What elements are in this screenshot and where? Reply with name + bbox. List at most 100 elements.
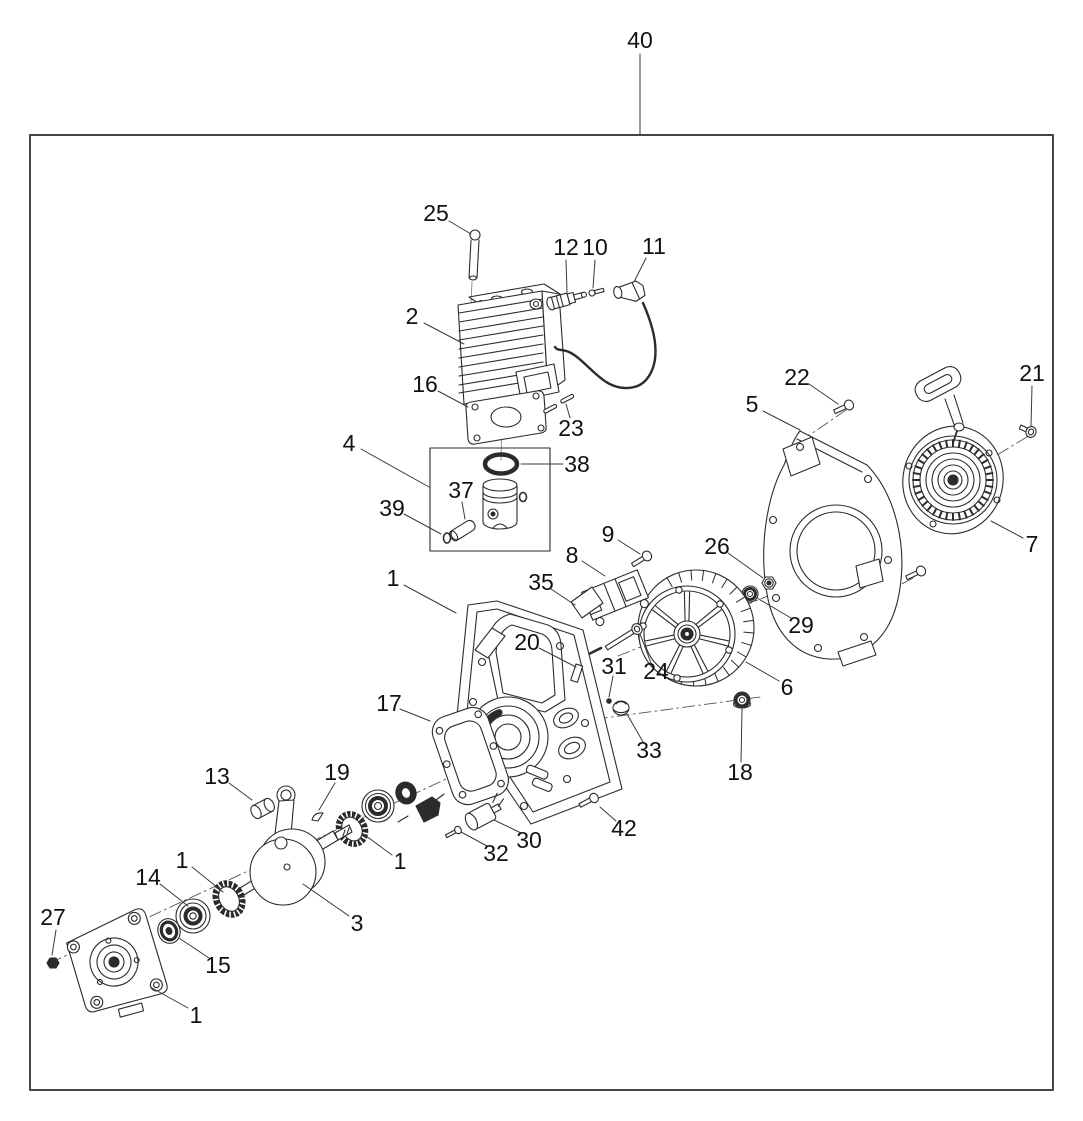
callout-leader-27-39 — [51, 929, 57, 956]
callout-leader-4-8 — [360, 448, 430, 488]
starter-rope-stripe — [914, 490, 923, 495]
callout-label-21-13: 21 — [1019, 360, 1045, 386]
kit-box — [429, 447, 551, 552]
callout-leader-14-37 — [159, 883, 189, 907]
callout-leader-35-18 — [550, 588, 576, 606]
bearing-stripe — [353, 812, 358, 820]
bearing-stripe — [227, 880, 229, 888]
callout-leader-1-36 — [191, 866, 224, 893]
callout-label-25-1: 25 — [423, 200, 449, 226]
part-bolt-24 — [581, 623, 643, 659]
callout-leader-20-22 — [538, 647, 577, 668]
part-screw-housing — [905, 565, 927, 581]
callout-leader-2-5 — [423, 322, 465, 345]
part-spacer-13 — [250, 797, 275, 820]
flywheel-fin — [711, 572, 717, 584]
starter-rope-stripe — [917, 459, 925, 465]
bearing-stripe — [238, 902, 246, 906]
callout-label-15-38: 15 — [205, 952, 231, 978]
callout-leader-23-7 — [565, 403, 571, 419]
flywheel-fin — [730, 659, 740, 668]
callout-label-18-27: 18 — [727, 759, 753, 785]
bearing-stripe — [361, 831, 369, 835]
callout-label-2-5: 2 — [406, 303, 419, 329]
starter-rope-stripe — [932, 444, 938, 452]
starter-rope-stripe — [977, 453, 985, 460]
part-screw-9 — [630, 550, 653, 568]
callout-leader-19-30 — [318, 782, 336, 811]
callout-label-7-15: 7 — [1026, 531, 1039, 557]
callout-label-8-17: 8 — [566, 542, 579, 568]
part-flywheel — [637, 569, 755, 687]
bearing-stripe — [213, 887, 221, 893]
bearing-stripe — [341, 836, 347, 842]
starter-rope-stripe — [917, 495, 925, 501]
callout-leader-3-34 — [302, 883, 350, 917]
starter-handle — [914, 365, 962, 403]
flywheel-fin — [713, 671, 719, 683]
flywheel-fin — [740, 607, 752, 613]
bearing-stripe — [359, 821, 367, 826]
callout-label-30-32: 30 — [516, 827, 542, 853]
starter-rope-stripe — [921, 453, 929, 460]
starter-rope-stripe — [921, 500, 929, 507]
part-blower-housing — [763, 430, 903, 667]
starter-rope-stripe — [973, 448, 980, 456]
callout-label-9-16: 9 — [602, 521, 615, 547]
flywheel-spoke — [683, 591, 691, 623]
bearing-stripe — [335, 823, 343, 827]
part-valve-30 — [464, 792, 505, 831]
bearing-stripe — [337, 817, 344, 823]
part-crankcase-half — [66, 908, 168, 1018]
callout-leader-24-24 — [639, 633, 652, 664]
callout-label-5-14: 5 — [746, 391, 759, 417]
callout-label-40-0: 40 — [627, 27, 653, 53]
starter-rope-stripe — [977, 500, 985, 507]
callout-leader-10-3 — [592, 259, 596, 289]
bearing-stripe — [361, 827, 369, 830]
callout-label-42-31: 42 — [611, 815, 637, 841]
callout-leader-30-32 — [493, 819, 522, 834]
part-screw-22 — [833, 399, 855, 415]
starter-rope-stripe — [968, 508, 974, 516]
flywheel-fin — [666, 577, 673, 587]
part-needle-bearing-left — [212, 880, 246, 918]
bearing-stripe — [340, 813, 346, 820]
flywheel-spoke — [666, 643, 685, 674]
bearing-stripe — [358, 838, 364, 845]
starter-rope-stripe — [957, 439, 961, 449]
flywheel-fin — [723, 666, 730, 677]
callout-leader-9-16 — [617, 539, 641, 555]
bearing-stripe — [236, 891, 244, 896]
callout-label-37-10: 37 — [448, 477, 474, 503]
plug-wire — [553, 301, 657, 390]
bearing-stripe — [233, 885, 240, 892]
part-ring-38 — [482, 452, 520, 476]
part-key-19 — [311, 812, 324, 822]
starter-rope-stripe — [926, 448, 933, 456]
bearing-stripe — [350, 810, 353, 819]
callout-leader-1-40 — [151, 987, 189, 1009]
callout-leader-5-14 — [762, 410, 801, 431]
callout-leader-1-35 — [361, 832, 393, 856]
flywheel-fin — [735, 596, 746, 603]
callout-label-17-28: 17 — [376, 690, 402, 716]
callout-label-26-19: 26 — [704, 533, 730, 559]
part-piston-kit — [429, 447, 551, 552]
starter-rope-stripe — [984, 472, 994, 476]
callout-leader-18-27 — [740, 708, 743, 763]
callout-label-32-33: 32 — [483, 840, 509, 866]
flywheel-fin — [729, 586, 738, 595]
starter-rope-stripe — [984, 484, 994, 488]
callout-label-24-24: 24 — [643, 658, 669, 684]
starter-rope-stripe — [938, 441, 943, 450]
part-wrist-pin-37 — [449, 519, 476, 542]
starter-rope-stripe — [963, 510, 968, 519]
flywheel-fin — [690, 569, 693, 581]
callout-leader-33-26 — [626, 713, 644, 743]
part-terminal-10 — [588, 287, 605, 297]
starter-rope-stripe — [981, 459, 989, 465]
callout-label-6-25: 6 — [781, 674, 794, 700]
starter-rope-stripe — [945, 511, 949, 521]
callout-label-29-20: 29 — [788, 612, 814, 638]
